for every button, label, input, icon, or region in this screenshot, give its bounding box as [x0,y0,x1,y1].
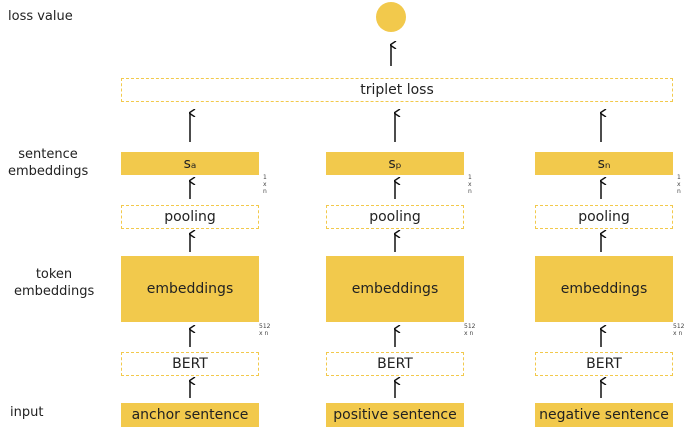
sentence-embedding-box: sₙ [535,152,673,175]
input-sentence-box: negative sentence [535,403,673,427]
input-sentence-box: positive sentence [326,403,464,427]
bert-box: BERT [535,352,673,376]
token-dim-label: 512 x n [464,323,476,337]
sentence-dim-label: 1 x n [468,174,472,195]
pooling-box: pooling [326,205,464,229]
bert-box: BERT [121,352,259,376]
sentence-dim-label: 1 x n [263,174,267,195]
token-dim-label: 512 x n [259,323,271,337]
pooling-box: pooling [121,205,259,229]
sentence-embedding-box: sₚ [326,152,464,175]
sentence-embedding-box: sₐ [121,152,259,175]
label-loss-value: loss value [8,9,73,24]
token-embeddings-box: embeddings [535,256,673,322]
token-dim-label: 512 x n [673,323,685,337]
column: sₙ 1 x n pooling embeddings 512 x n BERT… [535,0,684,434]
label-input: input [10,405,44,420]
bert-box: BERT [326,352,464,376]
column: sₚ 1 x n pooling embeddings 512 x n BERT… [326,0,475,434]
token-embeddings-box: embeddings [121,256,259,322]
input-sentence-box: anchor sentence [121,403,259,427]
label-sentence-embeddings: sentence embeddings [8,147,89,179]
sentence-dim-label: 1 x n [677,174,681,195]
label-token-embeddings: token embeddings [14,267,95,299]
loss-value-circle [376,2,406,32]
triplet-loss-box: triplet loss [121,78,673,102]
token-embeddings-box: embeddings [326,256,464,322]
column: sₐ 1 x n pooling embeddings 512 x n BERT… [121,0,270,434]
pooling-box: pooling [535,205,673,229]
